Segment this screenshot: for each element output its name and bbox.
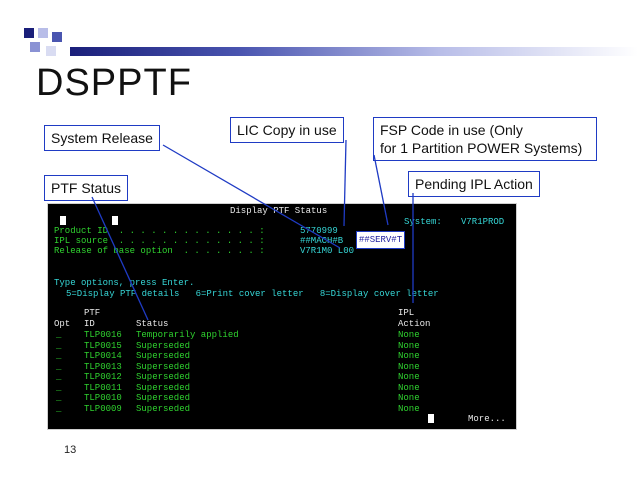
deco-square-1 (24, 28, 34, 38)
connector-lic-copy (343, 139, 347, 227)
row-status: Superseded (136, 393, 191, 403)
row-ptf-id: TLP0015 (84, 340, 122, 351)
row-ptf-id: TLP0010 (84, 393, 122, 403)
callout-fsp-code-line1: FSP Code in use (Only (380, 122, 523, 138)
release-value: V7R1M0 L00 (300, 246, 355, 256)
screen-title: Display PTF Status (230, 206, 328, 216)
callout-pending-ipl: Pending IPL Action (408, 171, 540, 197)
header-action: Action (398, 319, 431, 329)
cursor-block-3 (428, 414, 434, 423)
row-ipl-action: None (398, 372, 420, 382)
row-opt-input[interactable]: _ (56, 382, 62, 393)
ipl-source-value: ##MACH#B (300, 236, 344, 246)
callout-ptf-status: PTF Status (44, 175, 129, 201)
cursor-block-1 (60, 216, 66, 225)
row-ptf-id: TLP0009 (84, 403, 122, 414)
title-gradient-bar (70, 47, 638, 56)
row-status: Superseded (136, 361, 191, 372)
callout-lic-copy-text: LIC Copy in use (237, 122, 337, 138)
row-opt-input[interactable]: _ (56, 340, 62, 351)
options-line: 5=Display PTF details 6=Print cover lett… (66, 289, 439, 299)
product-id-label: Product ID . . . . . . . . . . . . . : (54, 226, 265, 236)
callout-pending-ipl-text: Pending IPL Action (415, 176, 533, 192)
row-ptf-id: TLP0013 (84, 361, 122, 372)
product-id-value: 5770999 (300, 226, 338, 236)
deco-square-4 (30, 42, 40, 52)
row-ipl-action: None (398, 361, 420, 372)
row-ptf-id: TLP0016 (84, 330, 122, 340)
ipl-source-label: IPL source . . . . . . . . . . . . . : (54, 236, 265, 246)
row-opt-input[interactable]: _ (56, 403, 62, 414)
row-status: Superseded (136, 382, 191, 393)
system-value: V7R1PROD (461, 217, 505, 227)
callout-lic-copy: LIC Copy in use (230, 117, 344, 143)
header-id: ID (84, 319, 95, 329)
row-status: Temporarily applied (136, 330, 239, 340)
row-ptf-id: TLP0011 (84, 382, 122, 393)
row-ipl-action: None (398, 330, 420, 340)
row-ipl-action: None (398, 403, 420, 414)
row-ipl-action: None (398, 382, 420, 393)
more-indicator: More... (468, 414, 506, 424)
connector-fsp-code (373, 154, 389, 226)
row-opt-input[interactable]: _ (56, 393, 62, 403)
callout-system-release: System Release (44, 125, 160, 151)
callout-fsp-code-line2: for 1 Partition POWER Systems) (380, 140, 583, 156)
row-opt-input[interactable]: _ (56, 361, 62, 372)
type-options-text: Type options, press Enter. (54, 278, 195, 288)
callout-system-release-text: System Release (51, 130, 153, 146)
deco-square-3 (52, 32, 62, 42)
row-opt-input[interactable]: _ (56, 372, 62, 382)
terminal-screen: Display PTF Status System: V7R1PROD Prod… (47, 203, 517, 430)
connector-ptf-status (91, 196, 149, 321)
callout-fsp-code: FSP Code in use (Only for 1 Partition PO… (373, 117, 597, 161)
cursor-block-2 (112, 216, 118, 225)
row-opt-input[interactable]: _ (56, 330, 62, 340)
row-ipl-action: None (398, 351, 420, 361)
row-opt-input[interactable]: _ (56, 351, 62, 361)
slide-title: DSPPTF (36, 62, 192, 104)
row-ipl-action: None (398, 340, 420, 351)
row-status: Superseded (136, 372, 191, 382)
header-ipl: IPL (398, 308, 415, 318)
row-ptf-id: TLP0012 (84, 372, 122, 382)
deco-square-2 (38, 28, 48, 38)
row-status: Superseded (136, 403, 191, 414)
release-label: Release of base option . . . . . . . : (54, 246, 265, 256)
header-ptf: PTF (84, 308, 101, 318)
row-ipl-action: None (398, 393, 420, 403)
row-ptf-id: TLP0014 (84, 351, 122, 361)
connector-system-release (162, 144, 341, 249)
serv-overlay-box: ##SERV#T (356, 231, 405, 249)
header-status: Status (136, 319, 169, 329)
page-number: 13 (64, 444, 77, 456)
row-status: Superseded (136, 340, 191, 351)
callout-ptf-status-text: PTF Status (51, 180, 122, 196)
row-status: Superseded (136, 351, 191, 361)
deco-square-5 (46, 46, 56, 56)
header-opt: Opt (54, 319, 71, 329)
system-label: System: (404, 217, 442, 227)
